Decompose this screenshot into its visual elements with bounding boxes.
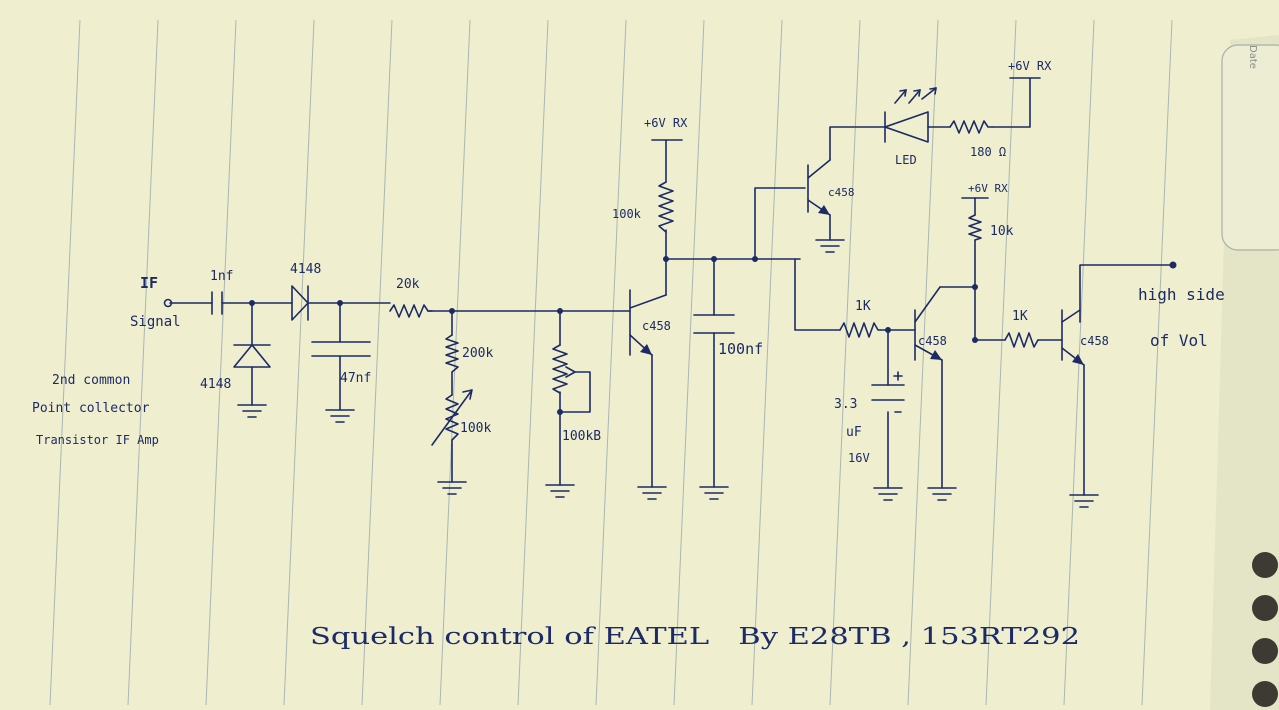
ruled-line bbox=[673, 19, 705, 706]
label-q2: c458 bbox=[918, 334, 947, 348]
pot-100k bbox=[445, 394, 459, 446]
label-q1-supply: +6V RX bbox=[644, 116, 688, 130]
input-terminal bbox=[163, 298, 173, 308]
capacitor-1nf bbox=[211, 291, 223, 315]
label-q1: c458 bbox=[642, 319, 671, 333]
junction-dots bbox=[249, 256, 978, 415]
label-signal: Signal bbox=[130, 314, 181, 330]
ruled-lines bbox=[49, 19, 1173, 706]
ruled-line bbox=[829, 19, 861, 706]
resistor-20k bbox=[389, 304, 433, 318]
label-d-4148-shunt: 4148 bbox=[200, 377, 231, 392]
ground-icon bbox=[1069, 494, 1099, 508]
label-r-180: 180 Ω bbox=[970, 145, 1006, 159]
date-label: Date bbox=[1247, 45, 1258, 69]
led bbox=[884, 87, 937, 143]
ruled-line bbox=[439, 19, 471, 706]
ground-icon bbox=[873, 487, 903, 501]
ruled-line bbox=[907, 19, 939, 706]
ground-icon bbox=[237, 404, 267, 418]
capacitor-100nf bbox=[693, 314, 735, 334]
note-line-2: Point collector bbox=[32, 401, 150, 416]
ruled-line bbox=[1141, 19, 1173, 706]
label-vr-100k: 100k bbox=[460, 421, 491, 436]
resistor-200k bbox=[445, 334, 459, 373]
label-c-1nf: 1nf bbox=[210, 269, 233, 284]
label-r-1k-b: 1K bbox=[1012, 309, 1028, 324]
label-q2-supply: +6V RX bbox=[968, 182, 1008, 195]
label-r-10k: 10k bbox=[990, 224, 1014, 239]
label-d-4148-series: 4148 bbox=[290, 262, 321, 277]
ruled-line bbox=[361, 19, 393, 706]
label-output-line-1: high side bbox=[1138, 285, 1225, 304]
ruled-line bbox=[205, 19, 237, 706]
ground-icon bbox=[637, 486, 667, 500]
label-c-3u3-value: 3.3 bbox=[834, 397, 857, 412]
ruled-line bbox=[49, 19, 81, 706]
supply-bars bbox=[651, 139, 989, 199]
capacitor-47nf bbox=[311, 341, 371, 357]
label-c-3u3-voltage: 16V bbox=[848, 451, 870, 465]
output-terminal bbox=[1169, 261, 1177, 269]
note-line-1: 2nd common bbox=[52, 373, 130, 388]
label-q-led: c458 bbox=[828, 186, 855, 199]
ruled-line bbox=[985, 19, 1017, 706]
transistor-q-led bbox=[807, 159, 831, 216]
label-c-100nf: 100nf bbox=[718, 340, 763, 358]
diode-4148-shunt bbox=[233, 344, 271, 368]
ground-icon bbox=[927, 487, 957, 501]
label-r-100k-collector: 100k bbox=[612, 207, 642, 221]
ruled-line bbox=[283, 19, 315, 706]
label-vr-100kb: 100kB bbox=[562, 429, 601, 444]
label-c-3u3-unit: uF bbox=[846, 425, 862, 440]
pot-100kb-wiper bbox=[565, 366, 576, 378]
ruled-line bbox=[751, 19, 783, 706]
label-if: IF bbox=[140, 274, 158, 292]
pot-100k-arrow bbox=[431, 389, 473, 446]
ruled-line bbox=[127, 19, 159, 706]
ground-icon bbox=[437, 481, 467, 495]
capacitor-3u3 bbox=[871, 371, 905, 413]
resistor-1k-a bbox=[839, 322, 881, 338]
pot-100kb bbox=[552, 344, 568, 394]
label-r-1k-a: 1K bbox=[855, 299, 871, 314]
label-r-200k: 200k bbox=[462, 346, 493, 361]
resistor-100k-collector bbox=[658, 181, 674, 233]
ground-symbols bbox=[237, 239, 1099, 508]
ground-icon bbox=[545, 484, 575, 498]
label-led: LED bbox=[895, 153, 917, 167]
label-r-20k: 20k bbox=[396, 277, 420, 292]
ground-icon bbox=[325, 409, 355, 423]
label-q3: c458 bbox=[1080, 334, 1109, 348]
ground-icon bbox=[699, 486, 729, 500]
transistor-q2 bbox=[914, 286, 943, 361]
date-tab bbox=[1221, 44, 1279, 251]
note-line-3: Transistor IF Amp bbox=[36, 433, 159, 447]
labels: IF Signal 2nd common Point collector Tra… bbox=[32, 59, 1225, 650]
diagram-title: Squelch control of EATEL By E28TB , 153R… bbox=[310, 624, 1080, 650]
label-c-47nf: 47nf bbox=[340, 371, 371, 386]
resistor-180 bbox=[949, 120, 993, 134]
wires bbox=[169, 77, 1171, 496]
label-led-supply: +6V RX bbox=[1008, 59, 1052, 73]
diode-4148-series bbox=[291, 285, 309, 321]
resistor-10k bbox=[968, 214, 982, 241]
transistor-q3 bbox=[1061, 309, 1085, 366]
resistor-1k-b bbox=[1004, 332, 1039, 348]
ruled-line bbox=[517, 19, 549, 706]
label-output-line-2: of Vol bbox=[1150, 331, 1208, 350]
ground-icon bbox=[815, 239, 845, 253]
binder-rings bbox=[1252, 552, 1278, 707]
transistor-q1 bbox=[629, 289, 667, 356]
ruled-line bbox=[595, 19, 627, 706]
